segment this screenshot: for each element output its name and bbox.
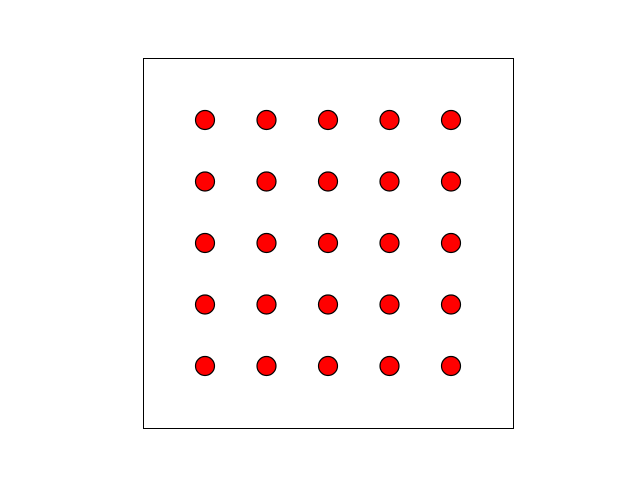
- dot-r1-c2[interactable]: [256, 109, 277, 131]
- dot-r5-c4[interactable]: [379, 355, 400, 377]
- dot-r5-c1[interactable]: [194, 355, 216, 377]
- dot-r2-c5[interactable]: [440, 171, 462, 192]
- dot-r2-c3[interactable]: [317, 171, 339, 192]
- dot-r4-c5[interactable]: [440, 294, 462, 315]
- dot-r2-c4[interactable]: [379, 171, 400, 192]
- dot-r5-c3[interactable]: [317, 355, 339, 377]
- dot-r4-c3[interactable]: [317, 294, 339, 315]
- dot-r3-c4[interactable]: [379, 232, 400, 254]
- dot-r3-c2[interactable]: [256, 232, 277, 254]
- dot-r2-c1[interactable]: [194, 171, 216, 192]
- dot-r2-c2[interactable]: [256, 171, 277, 192]
- dot-r1-c5[interactable]: [440, 109, 462, 131]
- dot-r1-c1[interactable]: [194, 109, 216, 131]
- dot-r5-c2[interactable]: [256, 355, 277, 377]
- dot-r1-c4[interactable]: [379, 109, 400, 131]
- dot-grid: [194, 109, 462, 377]
- dot-r4-c2[interactable]: [256, 294, 277, 315]
- dot-r3-c5[interactable]: [440, 232, 462, 254]
- dot-r5-c5[interactable]: [440, 355, 462, 377]
- dot-r4-c1[interactable]: [194, 294, 216, 315]
- game-board: [143, 58, 514, 429]
- dot-r4-c4[interactable]: [379, 294, 400, 315]
- dot-r3-c3[interactable]: [317, 232, 339, 254]
- dot-r3-c1[interactable]: [194, 232, 216, 254]
- dot-r1-c3[interactable]: [317, 109, 339, 131]
